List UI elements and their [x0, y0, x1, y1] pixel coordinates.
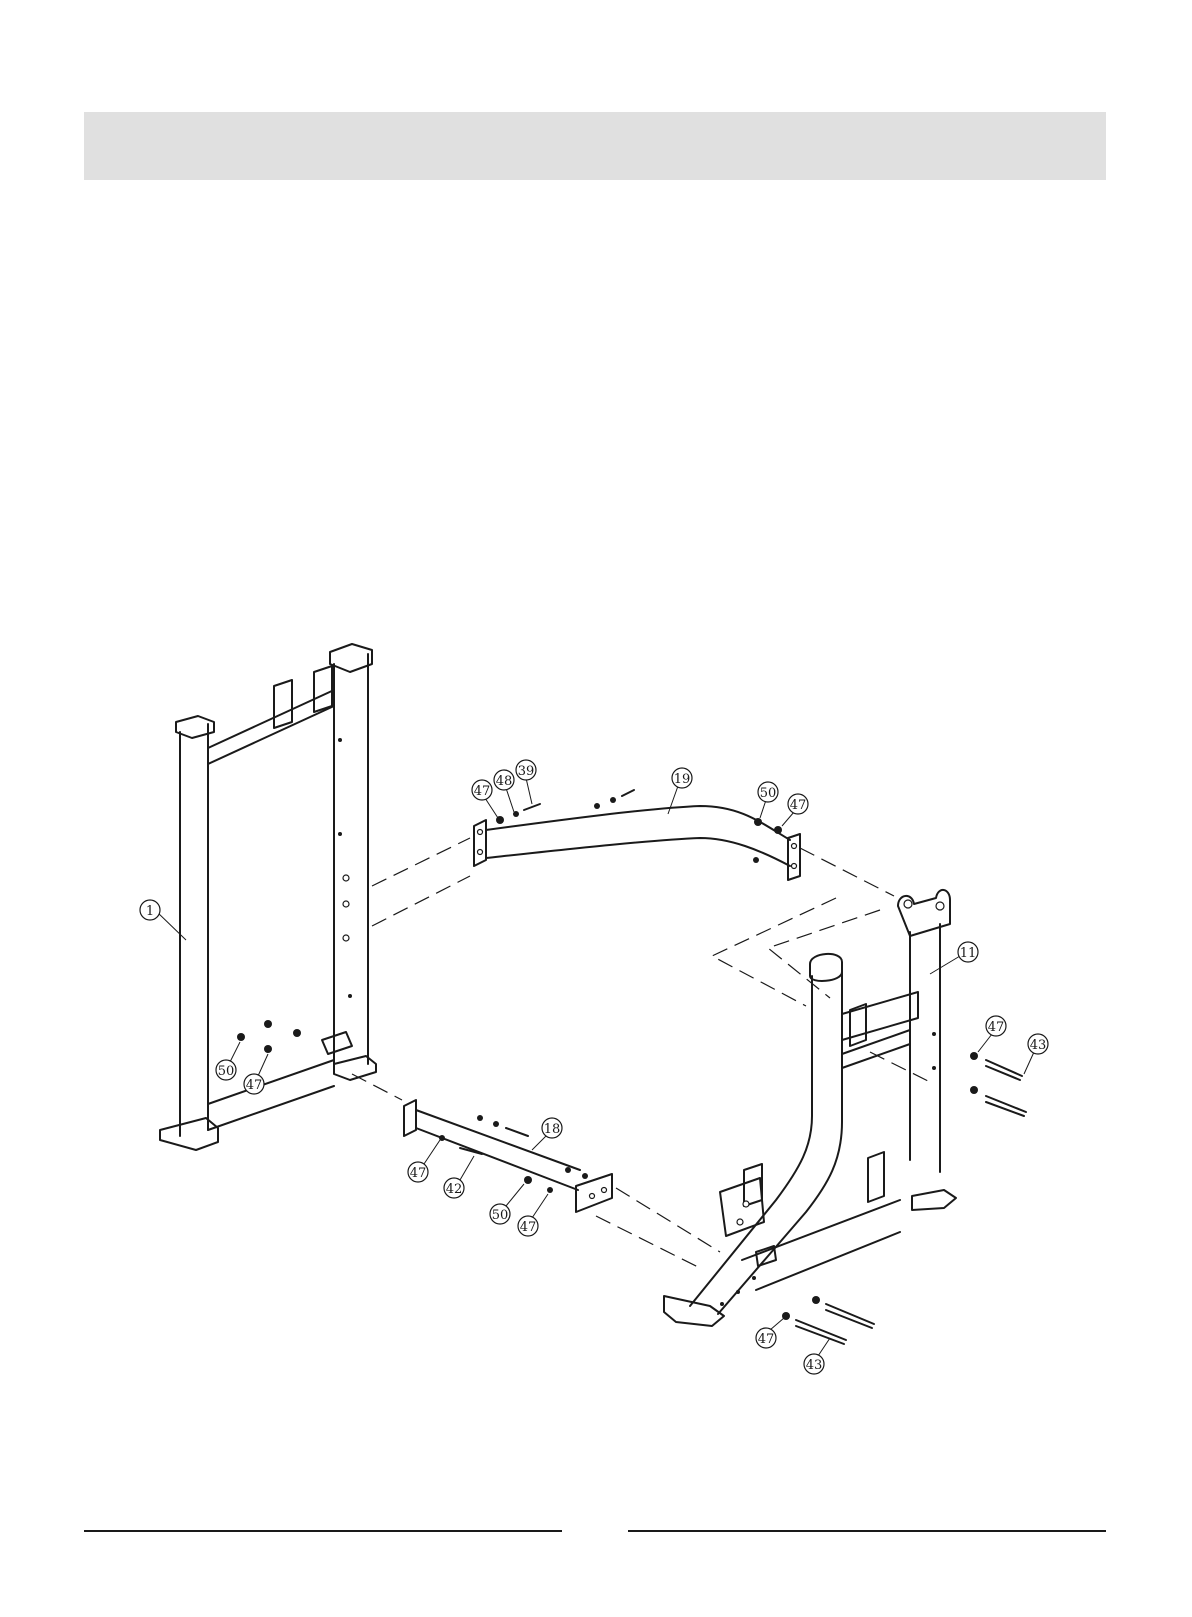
svg-text:47: 47	[790, 798, 807, 813]
callout-19: 19	[672, 768, 692, 788]
callout-47-c: 47	[986, 1016, 1006, 1036]
callout-11: 11	[958, 942, 978, 962]
svg-text:47: 47	[988, 1020, 1005, 1035]
svg-text:47: 47	[758, 1332, 775, 1347]
callout-43-a: 43	[1028, 1034, 1048, 1054]
svg-text:50: 50	[760, 786, 777, 801]
callout-42: 42	[444, 1178, 464, 1198]
footer-rule-right	[628, 1530, 1106, 1532]
frame-part-18	[404, 1100, 612, 1212]
callout-39: 39	[516, 760, 536, 780]
svg-text:43: 43	[806, 1358, 823, 1373]
svg-text:50: 50	[218, 1064, 235, 1079]
svg-text:47: 47	[474, 784, 491, 799]
callouts: 1 19 47 48 39 50 47 11 47 43 50 47 18 47…	[140, 760, 1048, 1374]
svg-text:47: 47	[520, 1220, 537, 1235]
svg-text:43: 43	[1030, 1038, 1047, 1053]
svg-text:19: 19	[674, 772, 691, 787]
callout-50-b: 50	[216, 1060, 236, 1080]
callout-50-c: 50	[490, 1204, 510, 1224]
callout-47-d: 47	[244, 1074, 264, 1094]
callout-18: 18	[542, 1118, 562, 1138]
callout-1: 1	[140, 900, 160, 920]
svg-text:42: 42	[446, 1182, 463, 1197]
callout-47-a: 47	[472, 780, 492, 800]
callout-47-g: 47	[756, 1328, 776, 1348]
svg-text:47: 47	[410, 1166, 427, 1181]
svg-text:18: 18	[544, 1122, 561, 1137]
callout-43-b: 43	[804, 1354, 824, 1374]
callout-47-f: 47	[518, 1216, 538, 1236]
callout-48: 48	[494, 770, 514, 790]
svg-text:50: 50	[492, 1208, 509, 1223]
svg-text:11: 11	[960, 946, 977, 961]
svg-text:1: 1	[146, 904, 154, 919]
callout-47-b: 47	[788, 794, 808, 814]
frame-part-19	[474, 790, 800, 880]
callout-47-e: 47	[408, 1162, 428, 1182]
callout-50-a: 50	[758, 782, 778, 802]
footer-rule-left	[84, 1530, 562, 1532]
frame-part-11	[664, 890, 956, 1326]
svg-text:47: 47	[246, 1078, 263, 1093]
svg-text:48: 48	[496, 774, 513, 789]
svg-text:39: 39	[518, 764, 535, 779]
bolts-part-43	[782, 1052, 1026, 1344]
frame-part-1	[160, 644, 376, 1150]
